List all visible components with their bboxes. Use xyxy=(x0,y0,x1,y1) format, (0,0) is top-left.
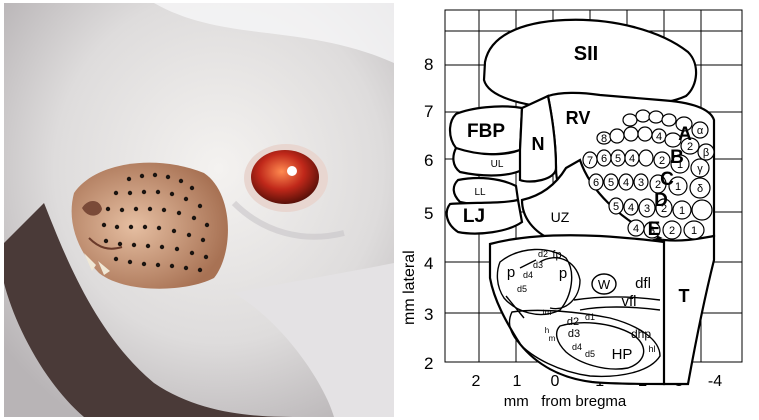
barrel-label: 3 xyxy=(644,203,650,215)
row-letter-e: E xyxy=(648,219,661,240)
greek-delta: δ xyxy=(697,183,703,195)
greek-beta: β xyxy=(703,147,709,159)
row-letter-a: A xyxy=(678,124,692,145)
eye xyxy=(251,150,319,204)
barrel-label: 8 xyxy=(601,133,607,145)
y-tick: 4 xyxy=(424,254,433,273)
barrel-label: 4 xyxy=(656,131,662,143)
barrel-label: 6 xyxy=(593,177,599,189)
label-d5b: d5 xyxy=(585,349,595,359)
barrel-label: 4 xyxy=(628,202,634,214)
label-dhp: dhp xyxy=(631,327,651,341)
label-p1: p xyxy=(507,264,515,281)
label-ul: UL xyxy=(491,159,504,170)
barrel-label: 6 xyxy=(601,153,607,165)
barrel-label: 4 xyxy=(633,223,639,235)
barrel-label: 7 xyxy=(587,155,593,167)
y-tick: 8 xyxy=(424,55,433,74)
label-fp: fp xyxy=(552,249,561,261)
label-uz: UZ xyxy=(551,209,570,225)
label-hl: hl xyxy=(648,344,655,354)
label-dfl: dfl xyxy=(635,275,651,292)
barrel-label: 4 xyxy=(629,153,635,165)
barrel-label: 5 xyxy=(615,153,621,165)
eye-highlight xyxy=(287,166,297,176)
x-axis-label: mm from bregma xyxy=(504,393,627,410)
label-d2b: d2 xyxy=(567,316,579,328)
label-lj: LJ xyxy=(463,206,485,227)
label-d3b: d3 xyxy=(568,328,580,340)
label-n: N xyxy=(532,134,545,154)
y-tick: 3 xyxy=(424,305,433,324)
label-sii: SII xyxy=(574,43,598,65)
barrel-label: 5 xyxy=(613,201,619,213)
y-tick: 5 xyxy=(424,204,433,223)
y-tick: 6 xyxy=(424,151,433,170)
barrel-label: 2 xyxy=(659,155,665,167)
row-letter-b: B xyxy=(670,147,684,168)
y-tick: 7 xyxy=(424,102,433,121)
label-fbp: FBP xyxy=(467,121,505,142)
y-tick: 2 xyxy=(424,354,433,373)
label-d2a: d2 xyxy=(538,249,548,259)
y-axis-label: mm lateral xyxy=(401,250,418,325)
label-m: m xyxy=(549,334,556,343)
y-ticks: 8 7 6 5 4 3 2 xyxy=(424,55,433,373)
barrel-label: 1 xyxy=(691,225,697,237)
barrel-label: 3 xyxy=(638,177,644,189)
label-d1b: d1 xyxy=(585,312,595,322)
x-tick: 1 xyxy=(513,373,522,390)
barrel-label: 4 xyxy=(623,177,629,189)
x-tick: 0 xyxy=(551,373,560,390)
label-d3a: d3 xyxy=(533,260,543,270)
label-t: T xyxy=(679,286,690,306)
label-hp: HP xyxy=(612,346,633,363)
label-w: W xyxy=(598,277,611,292)
label-p2: p xyxy=(559,265,567,282)
barrel-label: 2 xyxy=(669,225,675,237)
label-ll: LL xyxy=(474,187,486,198)
label-rv: RV xyxy=(566,108,591,128)
label-tm: tm xyxy=(543,308,552,317)
barrel-label: 5 xyxy=(608,177,614,189)
barrel-label: 1 xyxy=(675,181,681,193)
barrel-label: 1 xyxy=(679,205,685,217)
x-tick: -4 xyxy=(708,373,722,390)
greek-alpha: α xyxy=(697,125,704,137)
cortex-map: 8 7 6 5 4 3 2 mm lateral 2 1 0 -1 -2 -3 … xyxy=(396,0,759,420)
rat-face-photo xyxy=(4,3,394,417)
greek-gamma: γ xyxy=(697,163,703,175)
label-d4b: d4 xyxy=(572,342,582,352)
label-d5a: d5 xyxy=(517,284,527,294)
x-tick: 2 xyxy=(472,373,481,390)
label-d4a: d4 xyxy=(523,270,533,280)
label-vfl: vfl xyxy=(622,293,637,310)
row-letter-d: D xyxy=(654,190,668,211)
row-letter-c: C xyxy=(660,169,674,190)
region-outlines xyxy=(447,20,714,384)
